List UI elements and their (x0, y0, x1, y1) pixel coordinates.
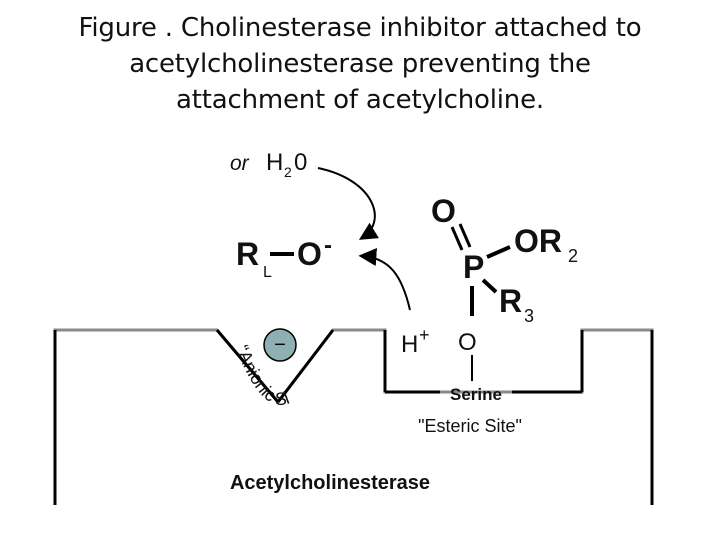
title-line-2: acetylcholinesterase preventing the (129, 49, 591, 79)
enzyme-label: Acetylcholinesterase (230, 472, 430, 494)
svg-text:O: O (431, 193, 456, 229)
esteric-site-label: "Esteric Site" (418, 416, 522, 436)
water-attack-arrow (317, 167, 379, 240)
svg-text:O: O (297, 236, 322, 272)
anion-charge-circle (263, 328, 297, 362)
serine-oxygen: O (458, 329, 477, 381)
proton-label: H + (401, 325, 430, 358)
svg-text:2: 2 (568, 246, 578, 266)
svg-text:2: 2 (284, 164, 292, 180)
serine-label: Serine (450, 385, 502, 404)
proton-transfer-arrow (358, 248, 411, 311)
svg-text:R: R (499, 283, 522, 319)
svg-text:+: + (419, 325, 430, 345)
svg-text:L: L (263, 264, 272, 281)
title-line-1: Figure . Cholinesterase inhibitor attach… (78, 13, 642, 43)
water-label: or H 2 0 (230, 149, 307, 180)
enzyme-outline (53, 328, 654, 505)
svg-text:H: H (266, 149, 283, 176)
leaving-group: R L O - (236, 232, 332, 281)
anionic-site-label: “Anionic Site” (0, 0, 292, 409)
svg-text:R: R (236, 236, 259, 272)
svg-text:3: 3 (524, 306, 534, 326)
svg-text:-: - (324, 232, 332, 259)
svg-text:P: P (463, 249, 484, 285)
figure-title: Figure . Cholinesterase inhibitor attach… (0, 10, 720, 118)
anionic-site: − “Anionic Site” (0, 0, 297, 409)
svg-text:OR: OR (514, 223, 562, 259)
svg-text:or: or (230, 152, 250, 175)
svg-text:H: H (401, 331, 418, 358)
svg-text:0: 0 (294, 149, 307, 176)
phosphate-group: O P OR 2 R 3 (431, 193, 578, 326)
anion-minus: − (274, 334, 286, 356)
title-line-3: attachment of acetylcholine. (176, 85, 544, 115)
svg-text:O: O (458, 329, 477, 356)
